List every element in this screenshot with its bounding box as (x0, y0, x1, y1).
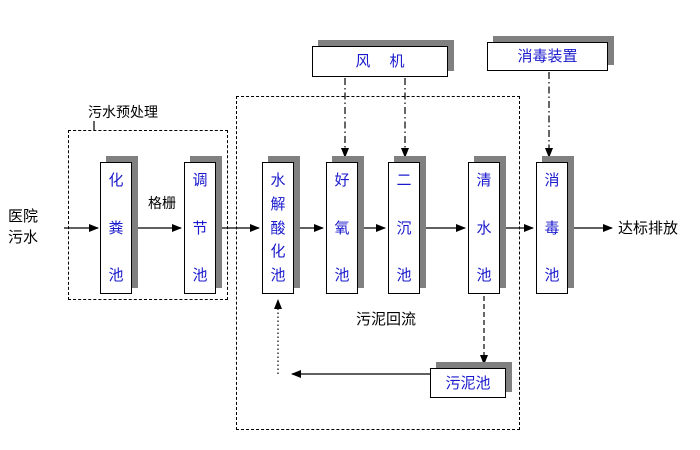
tank-secondary-sedimentation-label: 二沉池 (396, 171, 412, 284)
fan-box: 风 机 (312, 46, 448, 77)
tank-septic-label: 化粪池 (108, 171, 124, 284)
sludge-tank-label: 污泥池 (445, 373, 491, 392)
treatment-group-box (236, 96, 520, 430)
tank-aerobic-label: 好氧池 (334, 171, 350, 284)
sludge-tank-box: 污泥池 (430, 368, 506, 398)
pretreatment-label: 污水预处理 (88, 105, 158, 121)
disinfection-device-label: 消毒装置 (517, 47, 578, 65)
fan-label: 风 机 (355, 52, 405, 70)
inflow-label-line2: 污水 (8, 228, 39, 246)
disinfection-device-box: 消毒装置 (487, 42, 608, 71)
tank-clear-water: 清水池 (468, 162, 500, 294)
tank-clear-water-label: 清水池 (476, 171, 492, 284)
discharge-label: 达标排放 (618, 219, 679, 237)
sludge-return-label: 污泥回流 (356, 310, 417, 328)
tank-aerobic: 好氧池 (326, 162, 358, 294)
tank-secondary-sedimentation: 二沉池 (388, 162, 420, 294)
tank-disinfection: 消毒池 (536, 162, 568, 294)
tank-septic: 化粪池 (100, 162, 132, 294)
grid-label: 格栅 (148, 196, 176, 212)
tank-hydrolysis: 水解酸化池 (262, 162, 294, 294)
tank-hydrolysis-label: 水解酸化池 (270, 171, 286, 284)
inflow-label-line1: 医院 (8, 207, 39, 225)
pretreatment-group-box (68, 130, 228, 300)
tank-regulating-label: 调节池 (192, 171, 208, 284)
tank-disinfection-label: 消毒池 (544, 171, 560, 284)
tank-regulating: 调节池 (184, 162, 216, 294)
inflow-label: 医院 污水 (8, 206, 38, 248)
